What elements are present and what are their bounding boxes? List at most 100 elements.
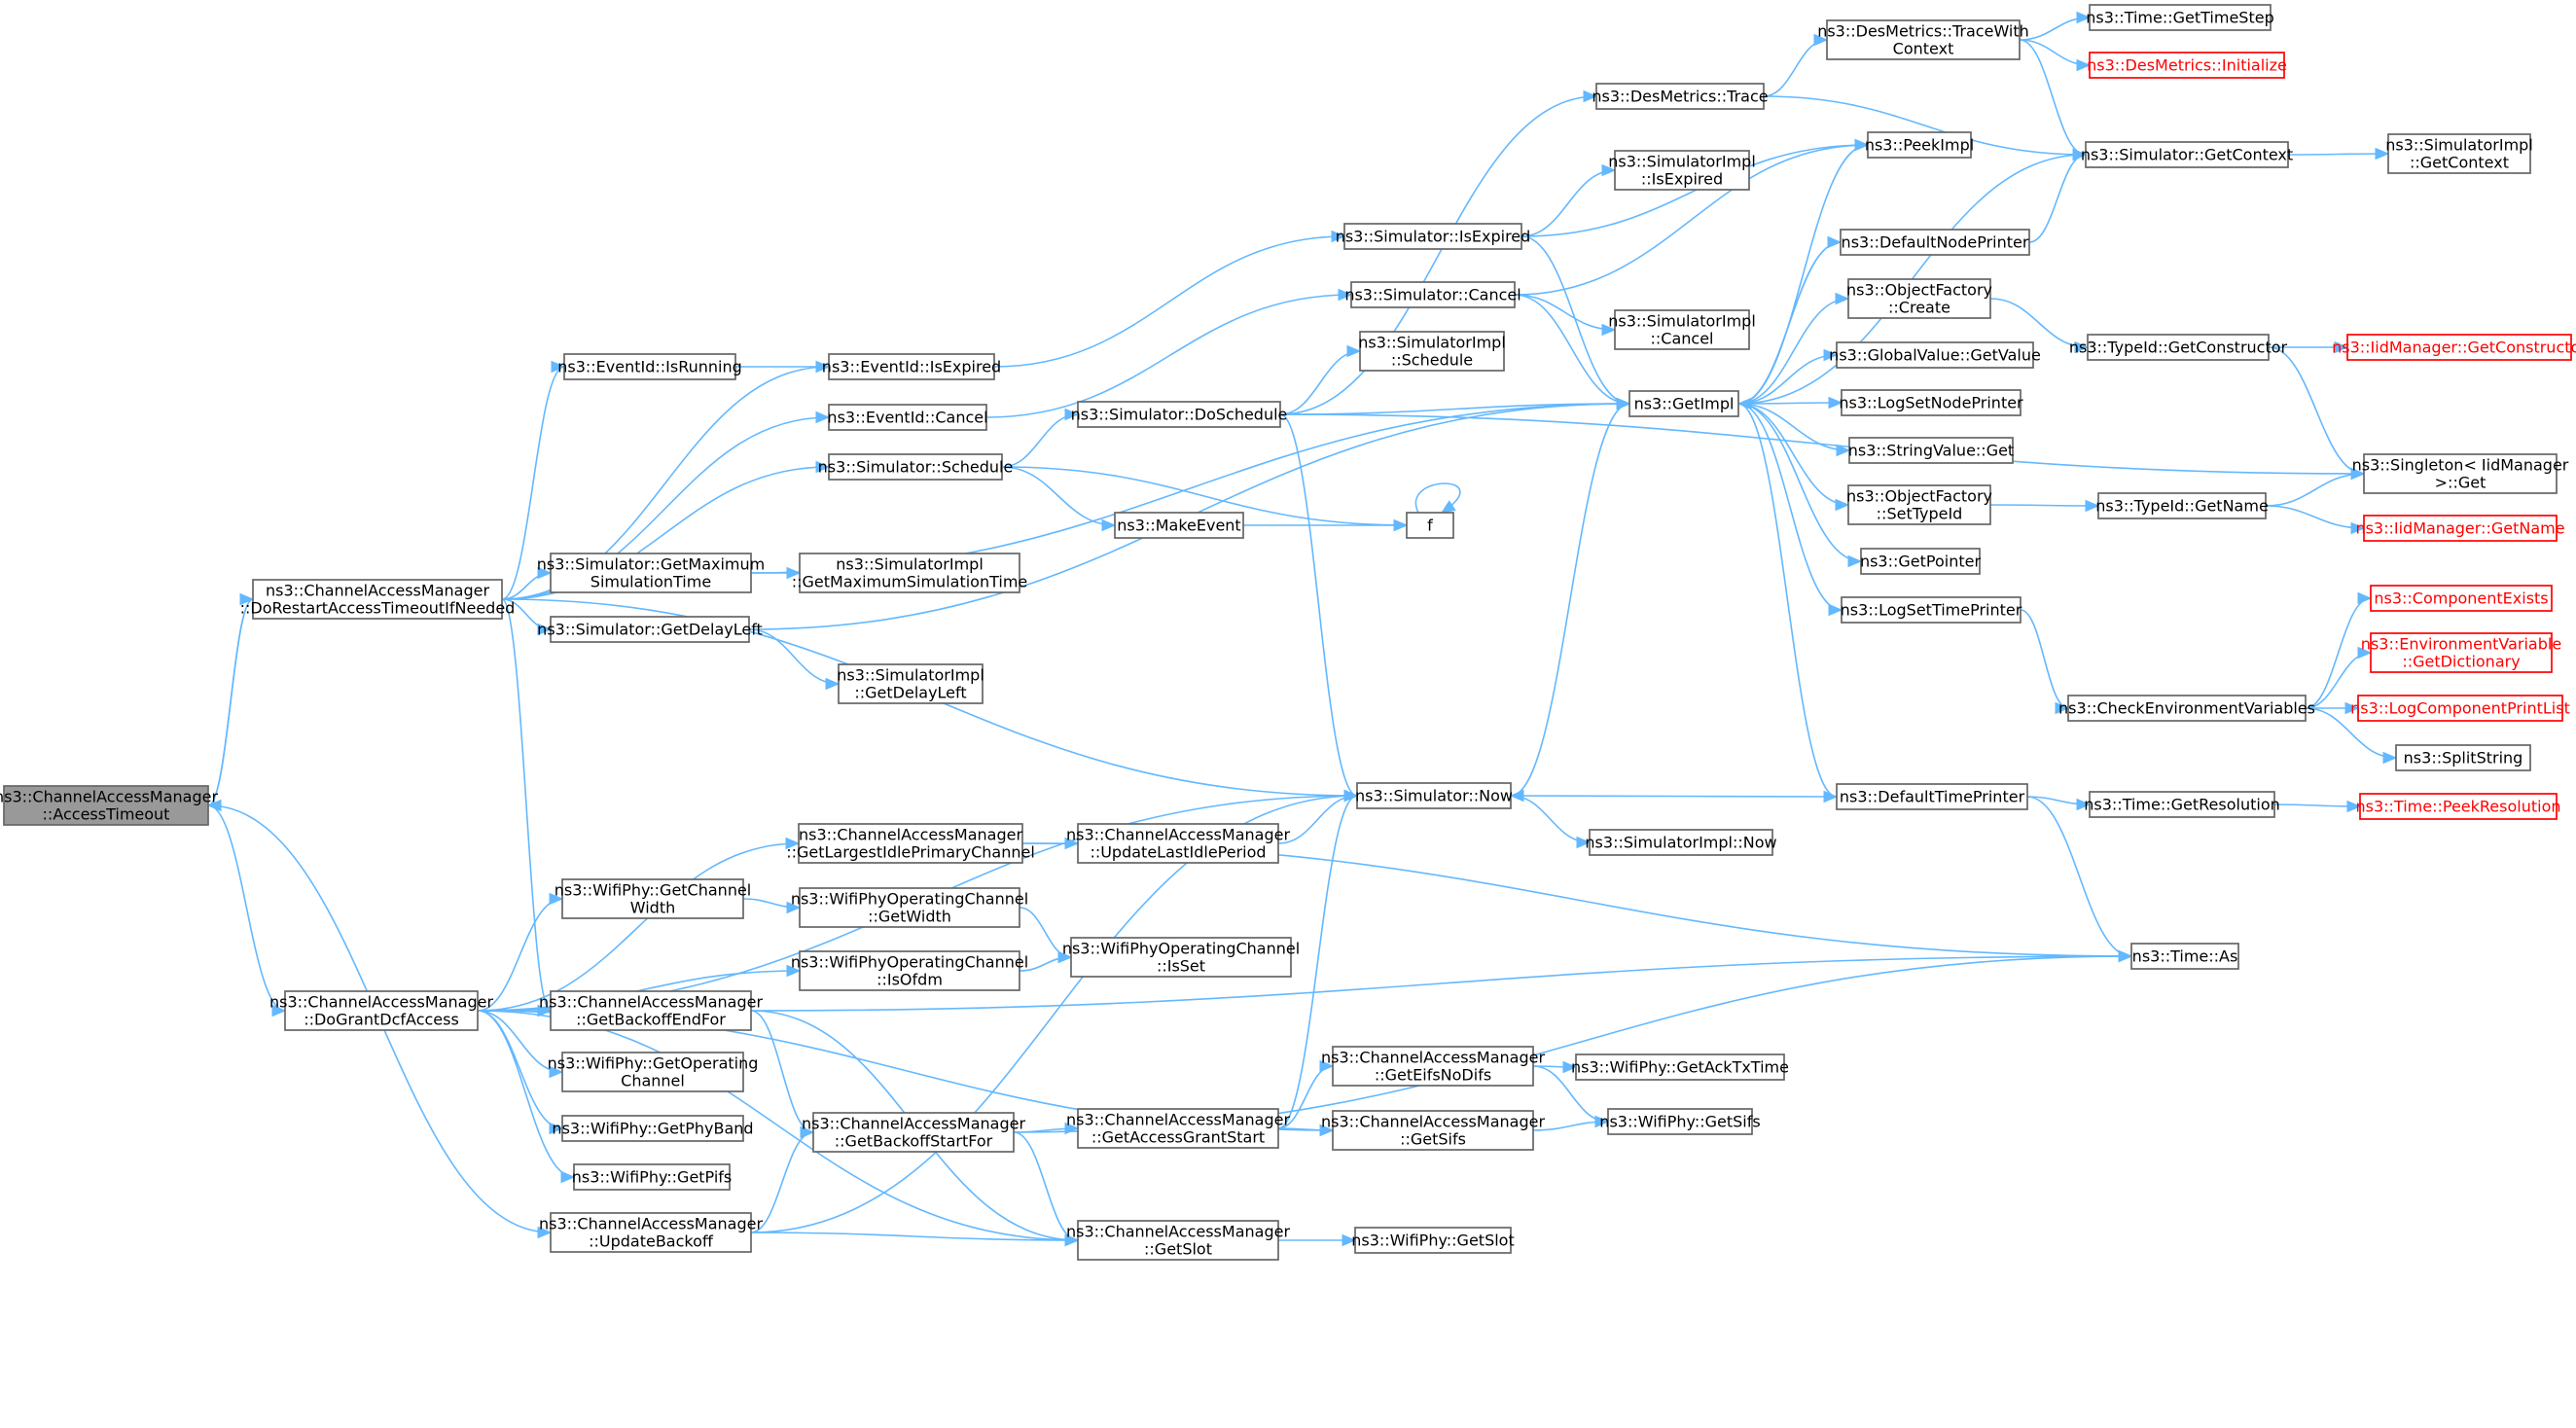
node-simSchedule[interactable]: ns3::Simulator::Schedule (818, 453, 1014, 481)
node-simGetContext[interactable]: ns3::Simulator::GetContext (2081, 141, 2293, 168)
edge-line (1989, 298, 2089, 348)
node-simImplSchedule[interactable]: ns3::SimulatorImpl::Schedule (1358, 331, 1506, 372)
node-getPointer[interactable]: ns3::GetPointer (1860, 548, 1982, 575)
node-label: ns3::ChannelAccessManager (1321, 1113, 1545, 1131)
node-getEifsNoDifs[interactable]: ns3::ChannelAccessManager::GetEifsNoDifs (1321, 1046, 1545, 1087)
node-wocGetWidth[interactable]: ns3::WifiPhyOperatingChannel::GetWidth (791, 887, 1028, 928)
node-getLargestIdle[interactable]: ns3::ChannelAccessManager::GetLargestIdl… (786, 823, 1035, 864)
node-simDoSchedule[interactable]: ns3::Simulator::DoSchedule (1071, 401, 1288, 428)
edge-arrowhead (1342, 1233, 1357, 1247)
node-box (561, 1052, 744, 1092)
edge-line (1737, 298, 1849, 405)
node-getBackoffEndFor[interactable]: ns3::ChannelAccessManager::GetBackoffEnd… (539, 990, 763, 1031)
edge-ofSetTypeId-to-typeIdGetName (1989, 499, 2100, 513)
edge-arrowhead (560, 1170, 576, 1184)
node-root[interactable]: ns3::ChannelAccessManager::AccessTimeout (0, 785, 218, 826)
node-splitString[interactable]: ns3::SplitString (2395, 744, 2531, 771)
node-simImplIsExpired[interactable]: ns3::SimulatorImpl::IsExpired (1608, 150, 1756, 191)
node-wpGetPhyBand[interactable]: ns3::WifiPhy::GetPhyBand (552, 1115, 754, 1142)
node-typeIdGetName[interactable]: ns3::TypeId::GetName (2095, 492, 2269, 519)
node-simImplGetDelayLeft[interactable]: ns3::SimulatorImpl::GetDelayLeft (837, 663, 984, 704)
node-simImplNow[interactable]: ns3::SimulatorImpl::Now (1585, 829, 1777, 856)
node-label: ns3::Simulator::IsExpired (1336, 228, 1531, 246)
node-makeEvent[interactable]: ns3::MakeEvent (1114, 512, 1244, 539)
node-peekImpl[interactable]: ns3::PeekImpl (1865, 131, 1974, 159)
node-label: ns3::WifiPhy::GetOperating (548, 1054, 759, 1073)
node-logSetNodePrinter[interactable]: ns3::LogSetNodePrinter (1839, 389, 2023, 416)
node-timeGetResolution[interactable]: ns3::Time::GetResolution (2084, 791, 2280, 818)
node-f[interactable]: f (1406, 512, 1454, 539)
edge-line (1737, 403, 1850, 451)
node-logSetTimePrinter[interactable]: ns3::LogSetTimePrinter (1841, 596, 2022, 624)
node-componentExists[interactable]: ns3::ComponentExists (2370, 585, 2553, 612)
edge-desTraceWithContext-to-simGetContext (2019, 39, 2088, 161)
node-envGetDictionary[interactable]: ns3::EnvironmentVariable::GetDictionary (2361, 632, 2561, 673)
node-defaultTimePrinter[interactable]: ns3::DefaultTimePrinter (1836, 783, 2028, 810)
node-getBackoffStartFor[interactable]: ns3::ChannelAccessManager::GetBackoffSta… (802, 1112, 1025, 1153)
edge-line (1414, 482, 1461, 514)
node-ofCreate[interactable]: ns3::ObjectFactory::Create (1846, 278, 1992, 319)
node-singletonGet[interactable]: ns3::Singleton< IidManager >::Get (2352, 453, 2569, 494)
node-simGetMax[interactable]: ns3::Simulator::GetMaximumSimulationTime (537, 553, 766, 593)
node-simImplGetMax[interactable]: ns3::SimulatorImpl::GetMaximumSimulation… (792, 553, 1028, 593)
edge-simSchedule-to-simDoSchedule (1001, 408, 1080, 468)
node-iidGetConstructor[interactable]: ns3::IidManager::GetConstructor (2332, 334, 2576, 361)
edge-getAccessGrantStart-to-getEifsNoDifs (1277, 1059, 1335, 1129)
node-simImplCancel[interactable]: ns3::SimulatorImpl::Cancel (1608, 309, 1756, 350)
node-desTrace[interactable]: ns3::DesMetrics::Trace (1592, 83, 1769, 110)
node-getSifs[interactable]: ns3::ChannelAccessManager::GetSifs (1321, 1110, 1545, 1151)
edge-line (1737, 403, 1849, 506)
node-eidIsRunning[interactable]: ns3::EventId::IsRunning (557, 353, 742, 380)
node-checkEnv[interactable]: ns3::CheckEnvironmentVariables (2058, 695, 2315, 722)
node-simIsExpired[interactable]: ns3::Simulator::IsExpired (1336, 223, 1531, 250)
node-doRestart[interactable]: ns3::ChannelAccessManager::DoRestartAcce… (240, 579, 516, 620)
node-iidGetName[interactable]: ns3::IidManager::GetName (2355, 515, 2565, 542)
node-label: ns3::GetPointer (1860, 553, 1982, 571)
node-stringValueGet[interactable]: ns3::StringValue::Get (1848, 437, 2014, 464)
node-wpGetPifs[interactable]: ns3::WifiPhy::GetPifs (572, 1163, 733, 1191)
edge-arrowhead (1836, 444, 1851, 457)
node-timePeekResolution[interactable]: ns3::Time::PeekResolution (2355, 793, 2561, 820)
node-eidIsExpired[interactable]: ns3::EventId::IsExpired (822, 353, 1001, 380)
node-label: ns3::SimulatorImpl (836, 555, 984, 574)
node-doGrant[interactable]: ns3::ChannelAccessManager::DoGrantDcfAcc… (269, 990, 493, 1031)
node-wocIsOfdm[interactable]: ns3::WifiPhyOperatingChannel::IsOfdm (791, 950, 1028, 991)
node-logComponentPrintList[interactable]: ns3::LogComponentPrintList (2350, 695, 2570, 722)
node-wpGetAckTxTime[interactable]: ns3::WifiPhy::GetAckTxTime (1571, 1053, 1789, 1081)
node-gvGetValue[interactable]: ns3::GlobalValue::GetValue (1829, 341, 2041, 369)
node-getImpl[interactable]: ns3::GetImpl (1628, 390, 1739, 417)
edge-line (1279, 403, 1630, 415)
node-simGetDelayLeft[interactable]: ns3::Simulator::GetDelayLeft (537, 616, 763, 643)
edge-arrowhead (239, 592, 255, 606)
node-wocIsSet[interactable]: ns3::WifiPhyOperatingChannel::IsSet (1062, 937, 1300, 978)
node-simImplGetContext[interactable]: ns3::SimulatorImpl::GetContext (2385, 133, 2533, 174)
node-wpGetSifs[interactable]: ns3::WifiPhy::GetSifs (1599, 1108, 1761, 1135)
edge-line (207, 598, 254, 806)
node-label: ::GetSlot (1144, 1240, 1212, 1259)
edge-arrowhead (551, 360, 566, 374)
node-eidCancel[interactable]: ns3::EventId::Cancel (827, 404, 988, 431)
node-wpGetSlot[interactable]: ns3::WifiPhy::GetSlot (1351, 1227, 1515, 1254)
node-label: ns3::DefaultNodePrinter (1842, 233, 2029, 252)
node-desInitialize[interactable]: ns3::DesMetrics::Initialize (2087, 52, 2287, 79)
node-box (2089, 52, 2285, 79)
node-simCancel[interactable]: ns3::Simulator::Cancel (1344, 281, 1521, 308)
node-getSlot[interactable]: ns3::ChannelAccessManager::GetSlot (1066, 1220, 1290, 1261)
edge-arrowhead (1338, 288, 1353, 302)
node-updateLastIdle[interactable]: ns3::ChannelAccessManager::UpdateLastIdl… (1066, 823, 1290, 864)
node-timeAs[interactable]: ns3::Time::As (2130, 943, 2239, 970)
edge-line (993, 235, 1345, 368)
node-getAccessGrantStart[interactable]: ns3::ChannelAccessManager::GetAccessGran… (1066, 1108, 1290, 1149)
node-simNow[interactable]: ns3::Simulator::Now (1355, 782, 1513, 809)
edge-simDoSchedule-to-simNow (1279, 413, 1359, 803)
node-label: ns3::WifiPhy::GetChannel (555, 881, 752, 900)
node-updateBackoff[interactable]: ns3::ChannelAccessManager::UpdateBackoff (539, 1212, 763, 1253)
node-timeGetTimeStep[interactable]: ns3::Time::GetTimeStep (2086, 4, 2274, 31)
node-typeIdGetConstructor[interactable]: ns3::TypeId::GetConstructor (2069, 334, 2288, 361)
node-ofSetTypeId[interactable]: ns3::ObjectFactory::SetTypeId (1846, 484, 1992, 525)
node-box (1614, 309, 1750, 350)
node-defaultNodePrinter[interactable]: ns3::DefaultNodePrinter (1840, 229, 2030, 256)
